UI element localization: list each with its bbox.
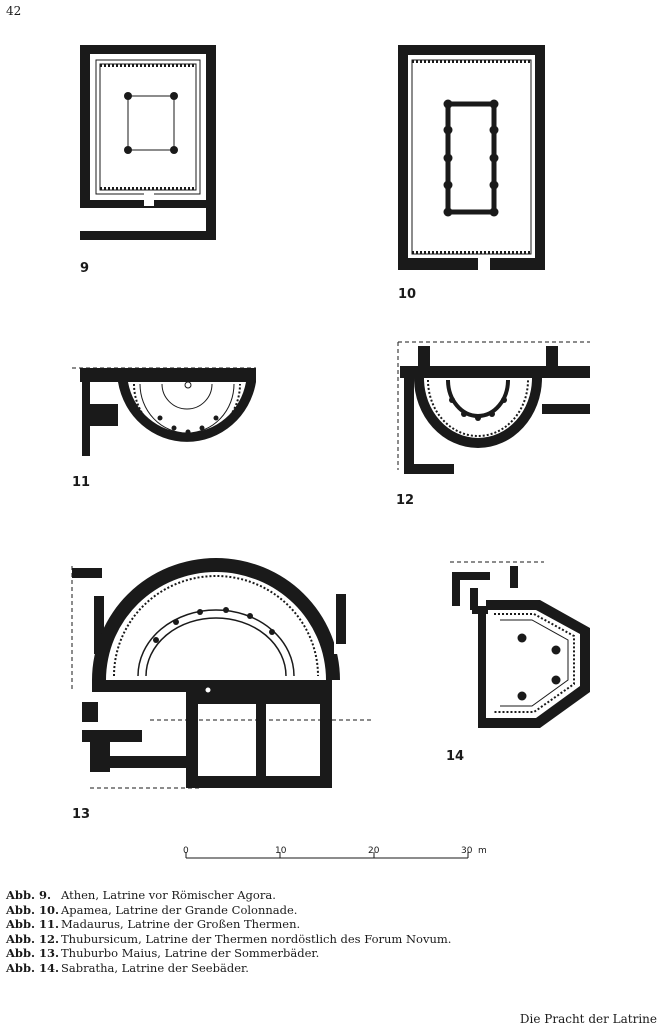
caption-text: Thubursicum, Latrine der Thermen nordöst…: [61, 931, 452, 946]
scale-unit: m: [478, 846, 487, 856]
caption-12: Abb. 12. Thubursicum, Latrine der Therme…: [6, 932, 451, 947]
page-number: 42: [6, 4, 22, 18]
figure-number-11: 11: [72, 475, 90, 490]
figure-number-9: 9: [80, 261, 89, 276]
figure-number-14: 14: [446, 749, 464, 764]
caption-text: Sabratha, Latrine der Seebäder.: [61, 960, 249, 975]
caption-text: Apamea, Latrine der Grande Colonnade.: [61, 902, 298, 917]
figure-captions: Abb. 9. Athen, Latrine vor Römischer Ago…: [6, 888, 451, 976]
scale-bar: 0 10 20 30 m: [183, 846, 487, 859]
figure-number-12: 12: [396, 493, 414, 508]
caption-13: Abb. 13. Thuburbo Maius, Latrine der Som…: [6, 946, 451, 961]
caption-text: Athen, Latrine vor Römischer Agora.: [61, 888, 276, 902]
figure-number-13: 13: [72, 807, 90, 822]
caption-10: Abb. 10. Apamea, Latrine der Grande Colo…: [6, 903, 451, 918]
caption-label: Abb. 12.: [6, 931, 60, 946]
plan-10: [398, 45, 545, 270]
caption-label: Abb. 10.: [6, 902, 60, 917]
plan-11: [72, 367, 256, 456]
scale-tick-10: 10: [275, 846, 287, 856]
scale-tick-0: 0: [183, 846, 189, 856]
plan-14: [450, 561, 590, 728]
plan-9: [80, 45, 216, 240]
caption-text: Thuburbo Maius, Latrine der Sommerbäder.: [61, 946, 320, 961]
figure-number-10: 10: [398, 287, 416, 302]
caption-label: Abb. 14.: [6, 960, 60, 975]
caption-label: Abb. 13.: [6, 946, 60, 961]
plan-12: [397, 341, 590, 474]
scale-tick-30: 30: [461, 846, 473, 856]
scale-tick-20: 20: [368, 846, 380, 856]
plan-13: [71, 558, 372, 789]
caption-label: Abb. 9.: [6, 888, 52, 902]
caption-14: Abb. 14. Sabratha, Latrine der Seebäder.: [6, 961, 451, 976]
caption-9: Abb. 9. Athen, Latrine vor Römischer Ago…: [6, 888, 451, 903]
plan-figures: 9 10 11 12 13 14 0 10 20 30 m: [71, 45, 590, 859]
caption-text: Madaurus, Latrine der Großen Thermen.: [61, 917, 301, 932]
caption-11: Abb. 11. Madaurus, Latrine der Großen Th…: [6, 917, 451, 932]
running-footer: Die Pracht der Latrine: [519, 1012, 657, 1026]
caption-label: Abb. 11.: [6, 917, 60, 932]
